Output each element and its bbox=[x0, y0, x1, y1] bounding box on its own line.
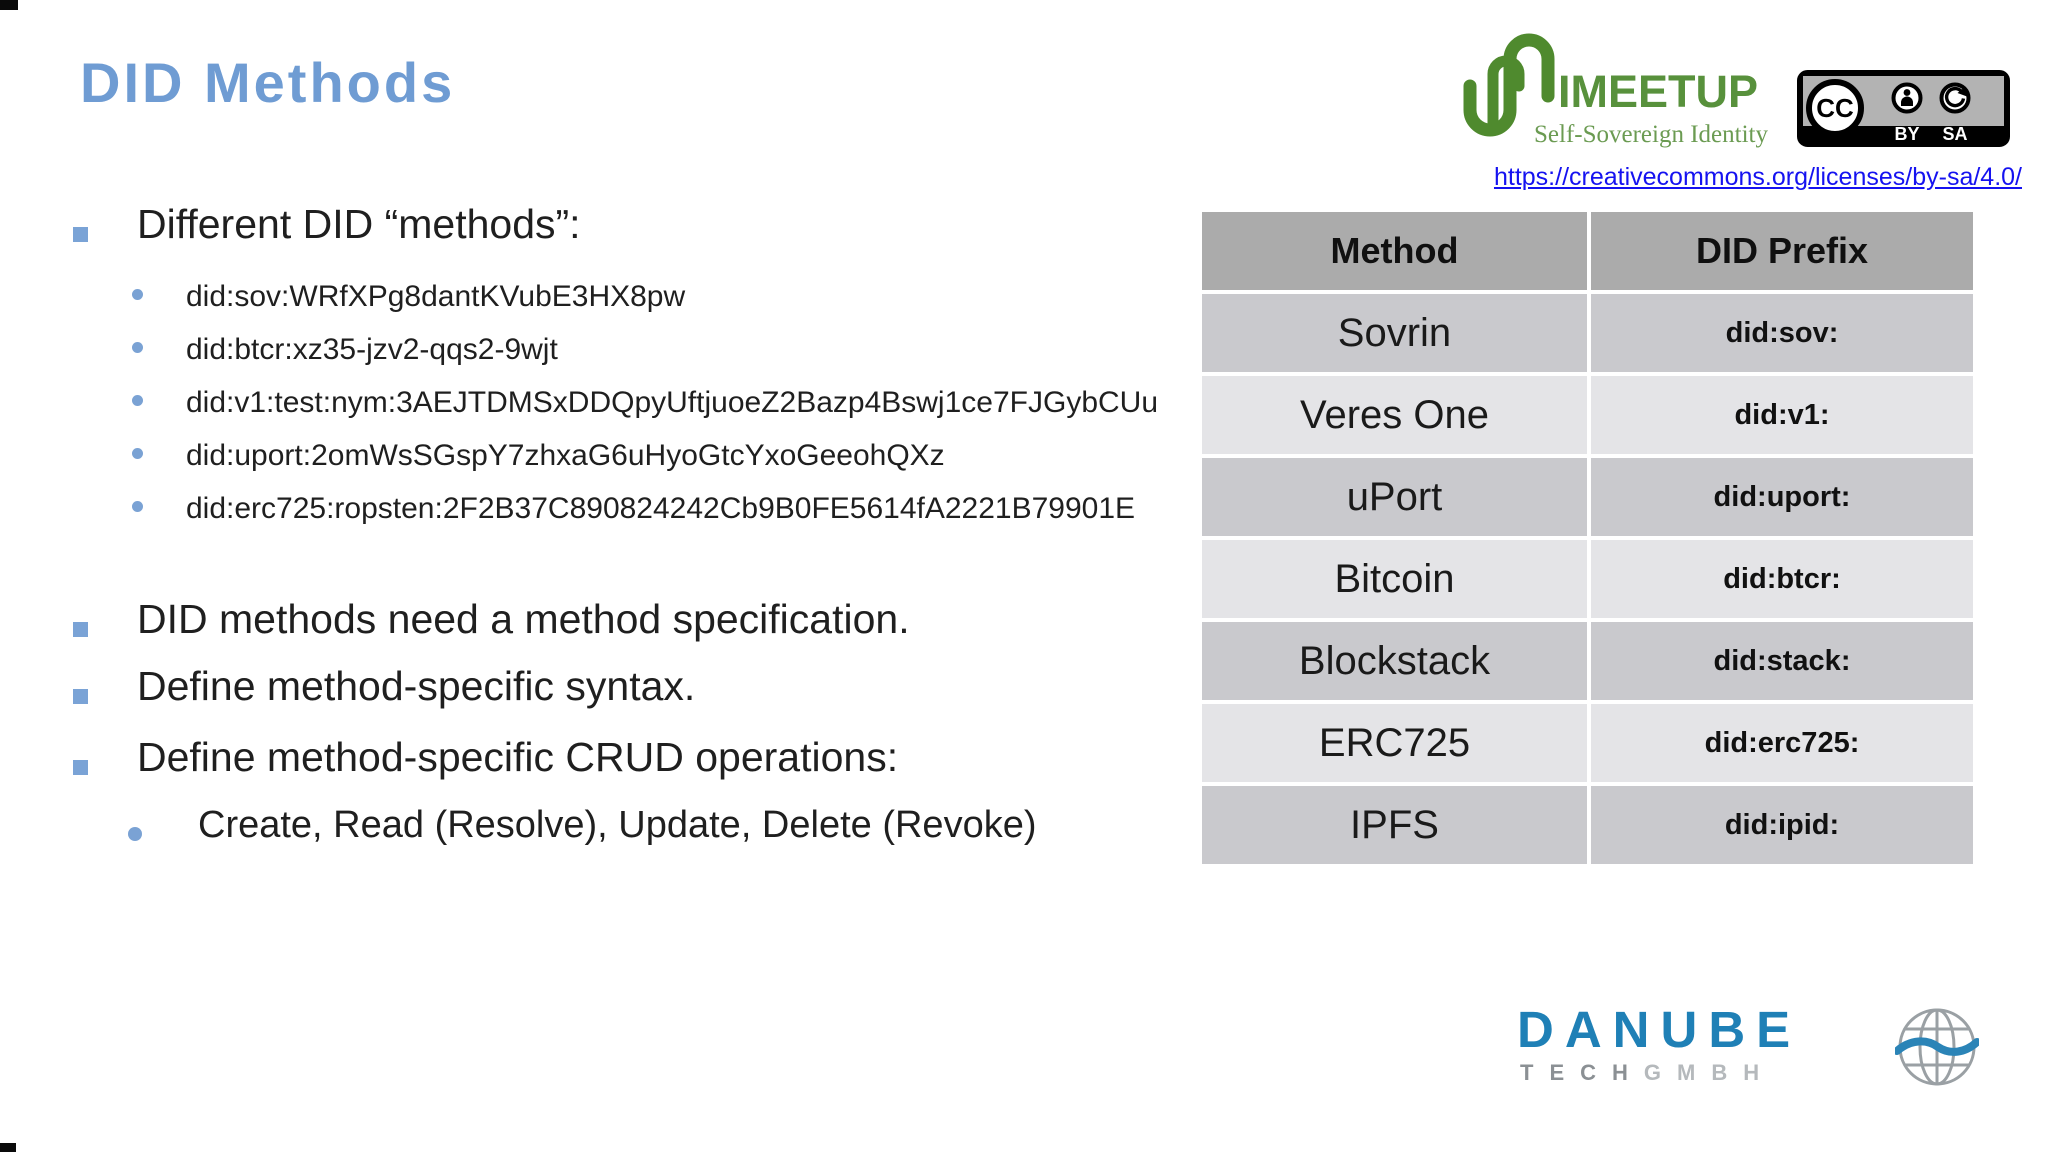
prefix-cell-veresone: did:v1: bbox=[1591, 376, 1973, 454]
bullet-item-methods: Different DID “methods”: bbox=[73, 201, 581, 248]
sa-arrow-icon bbox=[1939, 82, 1971, 114]
bullet-label: Define method-specific syntax. bbox=[137, 663, 696, 709]
video-artifact-bottom-left bbox=[0, 1143, 16, 1152]
prefix-cell-blockstack: did:stack: bbox=[1591, 622, 1973, 700]
square-bullet-icon bbox=[73, 760, 88, 775]
prefix-cell-ipfs: did:ipid: bbox=[1591, 786, 1973, 864]
by-person-icon bbox=[1891, 82, 1923, 114]
dot-bullet-icon bbox=[132, 342, 143, 353]
gmbh-label: GMBH bbox=[1643, 1060, 1776, 1085]
crud-sub-bullet: Create, Read (Resolve), Update, Delete (… bbox=[128, 804, 1037, 847]
license-link[interactable]: https://creativecommons.org/licenses/by-… bbox=[1493, 163, 2022, 191]
did-example-label: did:erc725:ropsten:2F2B37C890824242Cb9B0… bbox=[186, 492, 1136, 525]
method-cell-ipfs: IPFS bbox=[1202, 786, 1587, 864]
dot-bullet-icon bbox=[132, 501, 143, 512]
square-bullet-icon bbox=[73, 689, 88, 704]
cc-icon: CC bbox=[1806, 79, 1864, 137]
tech-label: TECH bbox=[1520, 1060, 1644, 1085]
did-example-label: did:v1:test:nym:3AEJTDMSxDDQpyUftjuoeZ2B… bbox=[186, 386, 1159, 419]
square-bullet-icon bbox=[73, 227, 88, 242]
svg-text:CC: CC bbox=[1816, 93, 1854, 123]
method-cell-erc725: ERC725 bbox=[1202, 704, 1587, 782]
did-example-item: did:btcr:xz35-jzv2-qqs2-9wjt bbox=[132, 333, 558, 366]
crud-sub-label: Create, Read (Resolve), Update, Delete (… bbox=[198, 804, 1037, 846]
globe-icon bbox=[1895, 1008, 1979, 1086]
danubetech-logo: DANUBE TECHGMBH bbox=[1515, 1000, 1985, 1095]
did-example-label: did:sov:WRfXPg8dantKVubE3HX8pw bbox=[186, 280, 686, 313]
method-cell-blockstack: Blockstack bbox=[1202, 622, 1587, 700]
method-cell-veresone: Veres One bbox=[1202, 376, 1587, 454]
prefix-cell-sovrin: did:sov: bbox=[1591, 294, 1973, 372]
method-cell-bitcoin: Bitcoin bbox=[1202, 540, 1587, 618]
table-header-method: Method bbox=[1202, 212, 1587, 290]
by-label: BY bbox=[1894, 124, 1919, 144]
did-example-item: did:erc725:ropsten:2F2B37C890824242Cb9B0… bbox=[132, 492, 1135, 525]
ssimeetup-tagline: Self-Sovereign Identity bbox=[1534, 121, 1768, 148]
ssimeetup-logo: IMEETUP Self-Sovereign Identity bbox=[1455, 28, 1768, 150]
dot-bullet-icon bbox=[132, 448, 143, 459]
video-artifact-top-left bbox=[0, 0, 18, 10]
danube-wordmark: DANUBE bbox=[1517, 1001, 1802, 1058]
bullet-item-crud: Define method-specific CRUD operations: bbox=[73, 734, 899, 781]
prefix-cell-uport: did:uport: bbox=[1591, 458, 1973, 536]
ssimeetup-glyph-icon bbox=[1463, 33, 1555, 137]
bullet-item-syntax: Define method-specific syntax. bbox=[73, 663, 696, 710]
bullet-label: Define method-specific CRUD operations: bbox=[137, 734, 899, 780]
dot-bullet-icon bbox=[132, 289, 143, 300]
table-header-did-prefix: DID Prefix bbox=[1591, 212, 1973, 290]
bullet-label: DID methods need a method specification. bbox=[137, 596, 910, 642]
prefix-cell-bitcoin: did:btcr: bbox=[1591, 540, 1973, 618]
method-cell-sovrin: Sovrin bbox=[1202, 294, 1587, 372]
did-example-item: did:v1:test:nym:3AEJTDMSxDDQpyUftjuoeZ2B… bbox=[132, 386, 1158, 419]
cc-by-sa-badge: CC BY SA bbox=[1797, 70, 2010, 147]
did-methods-table: Method DID Prefix Sovrin did:sov: Veres … bbox=[1202, 212, 1973, 864]
square-bullet-icon bbox=[73, 622, 88, 637]
bullet-label: Different DID “methods”: bbox=[137, 201, 581, 247]
did-example-item: did:sov:WRfXPg8dantKVubE3HX8pw bbox=[132, 280, 685, 313]
sa-label: SA bbox=[1942, 124, 1967, 144]
prefix-cell-erc725: did:erc725: bbox=[1591, 704, 1973, 782]
bullet-item-specification: DID methods need a method specification. bbox=[73, 596, 910, 643]
danube-subtitle: TECHGMBH bbox=[1520, 1060, 1775, 1086]
method-cell-uport: uPort bbox=[1202, 458, 1587, 536]
ssimeetup-wordmark: IMEETUP bbox=[1558, 66, 1759, 117]
did-example-label: did:btcr:xz35-jzv2-qqs2-9wjt bbox=[186, 333, 558, 366]
did-example-label: did:uport:2omWsSGspY7zhxaG6uHyoGtcYxoGee… bbox=[186, 439, 945, 472]
did-example-item: did:uport:2omWsSGspY7zhxaG6uHyoGtcYxoGee… bbox=[132, 439, 945, 472]
page-title: DID Methods bbox=[80, 51, 456, 114]
dot-bullet-icon bbox=[132, 395, 143, 406]
dot-bullet-icon bbox=[128, 827, 142, 841]
